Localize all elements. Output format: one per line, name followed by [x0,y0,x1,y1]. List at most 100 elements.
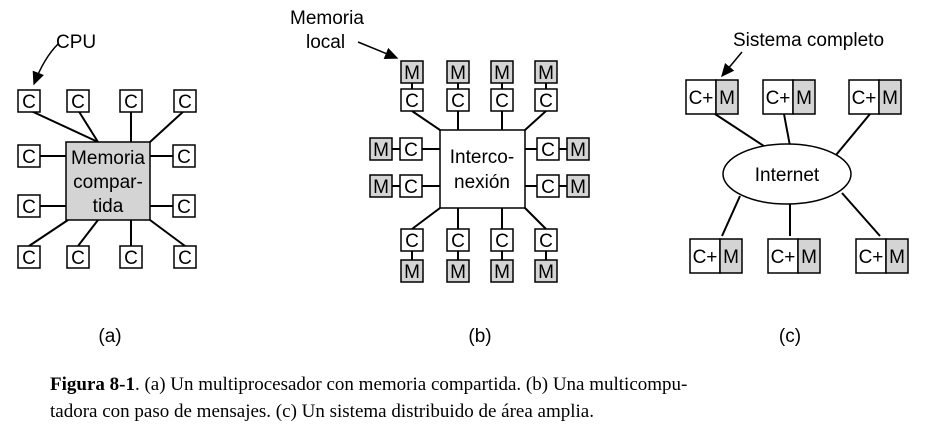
panel-c-connectors [714,113,881,237]
cpu-box: C [400,228,424,252]
panel-b-connectors [392,83,567,260]
svg-text:M: M [723,247,739,268]
local-memory-box: M [566,174,590,198]
svg-text:M: M [882,88,898,109]
svg-text:C: C [541,140,555,161]
local-memory-callout-label-2: local [306,32,345,53]
svg-text:C+: C+ [693,247,718,268]
svg-text:C: C [405,91,419,112]
local-memory-callout-label-1: Memoria [290,8,364,29]
panel-a-sublabel: (a) [98,326,121,347]
svg-text:C: C [22,248,36,269]
cpu-box: C [172,144,196,168]
svg-text:M: M [570,140,586,161]
svg-text:M: M [494,63,510,84]
svg-text:C: C [404,140,418,161]
svg-text:C: C [495,231,509,252]
complete-system-node: C+ M [855,238,909,274]
svg-text:M: M [494,262,510,283]
cpu-box: C [173,245,197,269]
svg-text:M: M [796,88,812,109]
svg-text:M: M [373,140,389,161]
panel-c-sublabel: (c) [779,326,801,347]
svg-text:M: M [538,262,554,283]
svg-text:M: M [450,63,466,84]
cpu-box: C [534,88,558,112]
svg-text:M: M [889,247,905,268]
svg-text:C: C [124,248,138,269]
caption-text-1: . (a) Un multiprocesador con memoria com… [134,374,688,395]
cpu-box: C [17,245,41,269]
local-memory-box: M [369,137,393,161]
panel-b-sublabel: (b) [468,326,491,347]
local-memory-box: M [490,259,514,283]
local-memory-box: M [534,259,558,283]
svg-text:C: C [404,177,418,198]
local-memory-callout-arrow [357,41,399,59]
panel-b: Interco- nexión M M M M C C C C M C M C … [290,8,590,347]
svg-text:C+: C+ [859,247,884,268]
svg-text:C+: C+ [766,88,791,109]
cpu-box: C [119,245,143,269]
svg-text:M: M [719,88,735,109]
cpu-callout-arrow [32,43,59,86]
cpu-box: C [399,174,423,198]
svg-text:C: C [71,92,85,113]
svg-text:M: M [373,177,389,198]
cpu-box: C [490,228,514,252]
svg-text:C: C [124,92,138,113]
panel-b-bottom-row: C C C C M M M M [400,228,558,283]
svg-text:M: M [538,63,554,84]
svg-text:C: C [178,92,192,113]
shared-memory-label-3: tida [93,196,124,217]
shared-memory-block [65,141,151,221]
cpu-box: C [399,137,423,161]
cpu-box: C [536,174,560,198]
cpu-box: C [536,137,560,161]
complete-system-node: C+ M [762,79,816,115]
local-memory-box: M [400,60,424,84]
complete-system-node: C+ M [767,238,821,274]
cpu-box: C [17,144,41,168]
cpu-box: C [17,89,41,113]
cpu-box: C [490,88,514,112]
svg-text:C+: C+ [771,247,796,268]
local-memory-box: M [369,174,393,198]
caption-line-1: Figura 8-1. (a) Un multiprocesador con m… [50,371,910,398]
svg-text:C: C [22,147,36,168]
interconnect-block [439,129,526,209]
svg-text:M: M [404,262,420,283]
cpu-box: C [446,88,470,112]
cpu-callout-label: CPU [56,32,96,53]
panel-a-connectors [28,109,186,247]
local-memory-box: M [490,60,514,84]
svg-text:C: C [495,91,509,112]
cpu-box: C [17,194,41,218]
panel-b-top-row: M M M M C C C C [400,60,558,112]
svg-text:C: C [22,197,36,218]
svg-text:C: C [177,147,191,168]
internet-label: Internet [755,165,820,186]
svg-text:C: C [539,231,553,252]
local-memory-box: M [534,60,558,84]
complete-system-callout-label: Sistema completo [733,30,884,51]
shared-memory-label-2: compar- [73,172,143,193]
cpu-box: C [66,245,90,269]
figure-caption: Figura 8-1. (a) Un multiprocesador con m… [50,371,910,425]
local-memory-box: M [446,259,470,283]
panel-a-cpu-boxes: C C C C C C C C C C C C [17,89,197,269]
panel-c: Internet C+ M C+ M C+ M C+ M C+ M [685,30,909,347]
cpu-box: C [446,228,470,252]
svg-text:C: C [178,248,192,269]
svg-text:C: C [539,91,553,112]
complete-system-callout-arrow [721,51,743,78]
svg-text:C: C [71,248,85,269]
svg-text:M: M [404,63,420,84]
cpu-box: C [173,89,197,113]
interconnect-label-1: Interco- [450,147,514,168]
svg-text:C: C [541,177,555,198]
svg-text:C+: C+ [852,88,877,109]
cpu-box: C [172,194,196,218]
svg-text:C+: C+ [689,88,714,109]
local-memory-box: M [566,137,590,161]
